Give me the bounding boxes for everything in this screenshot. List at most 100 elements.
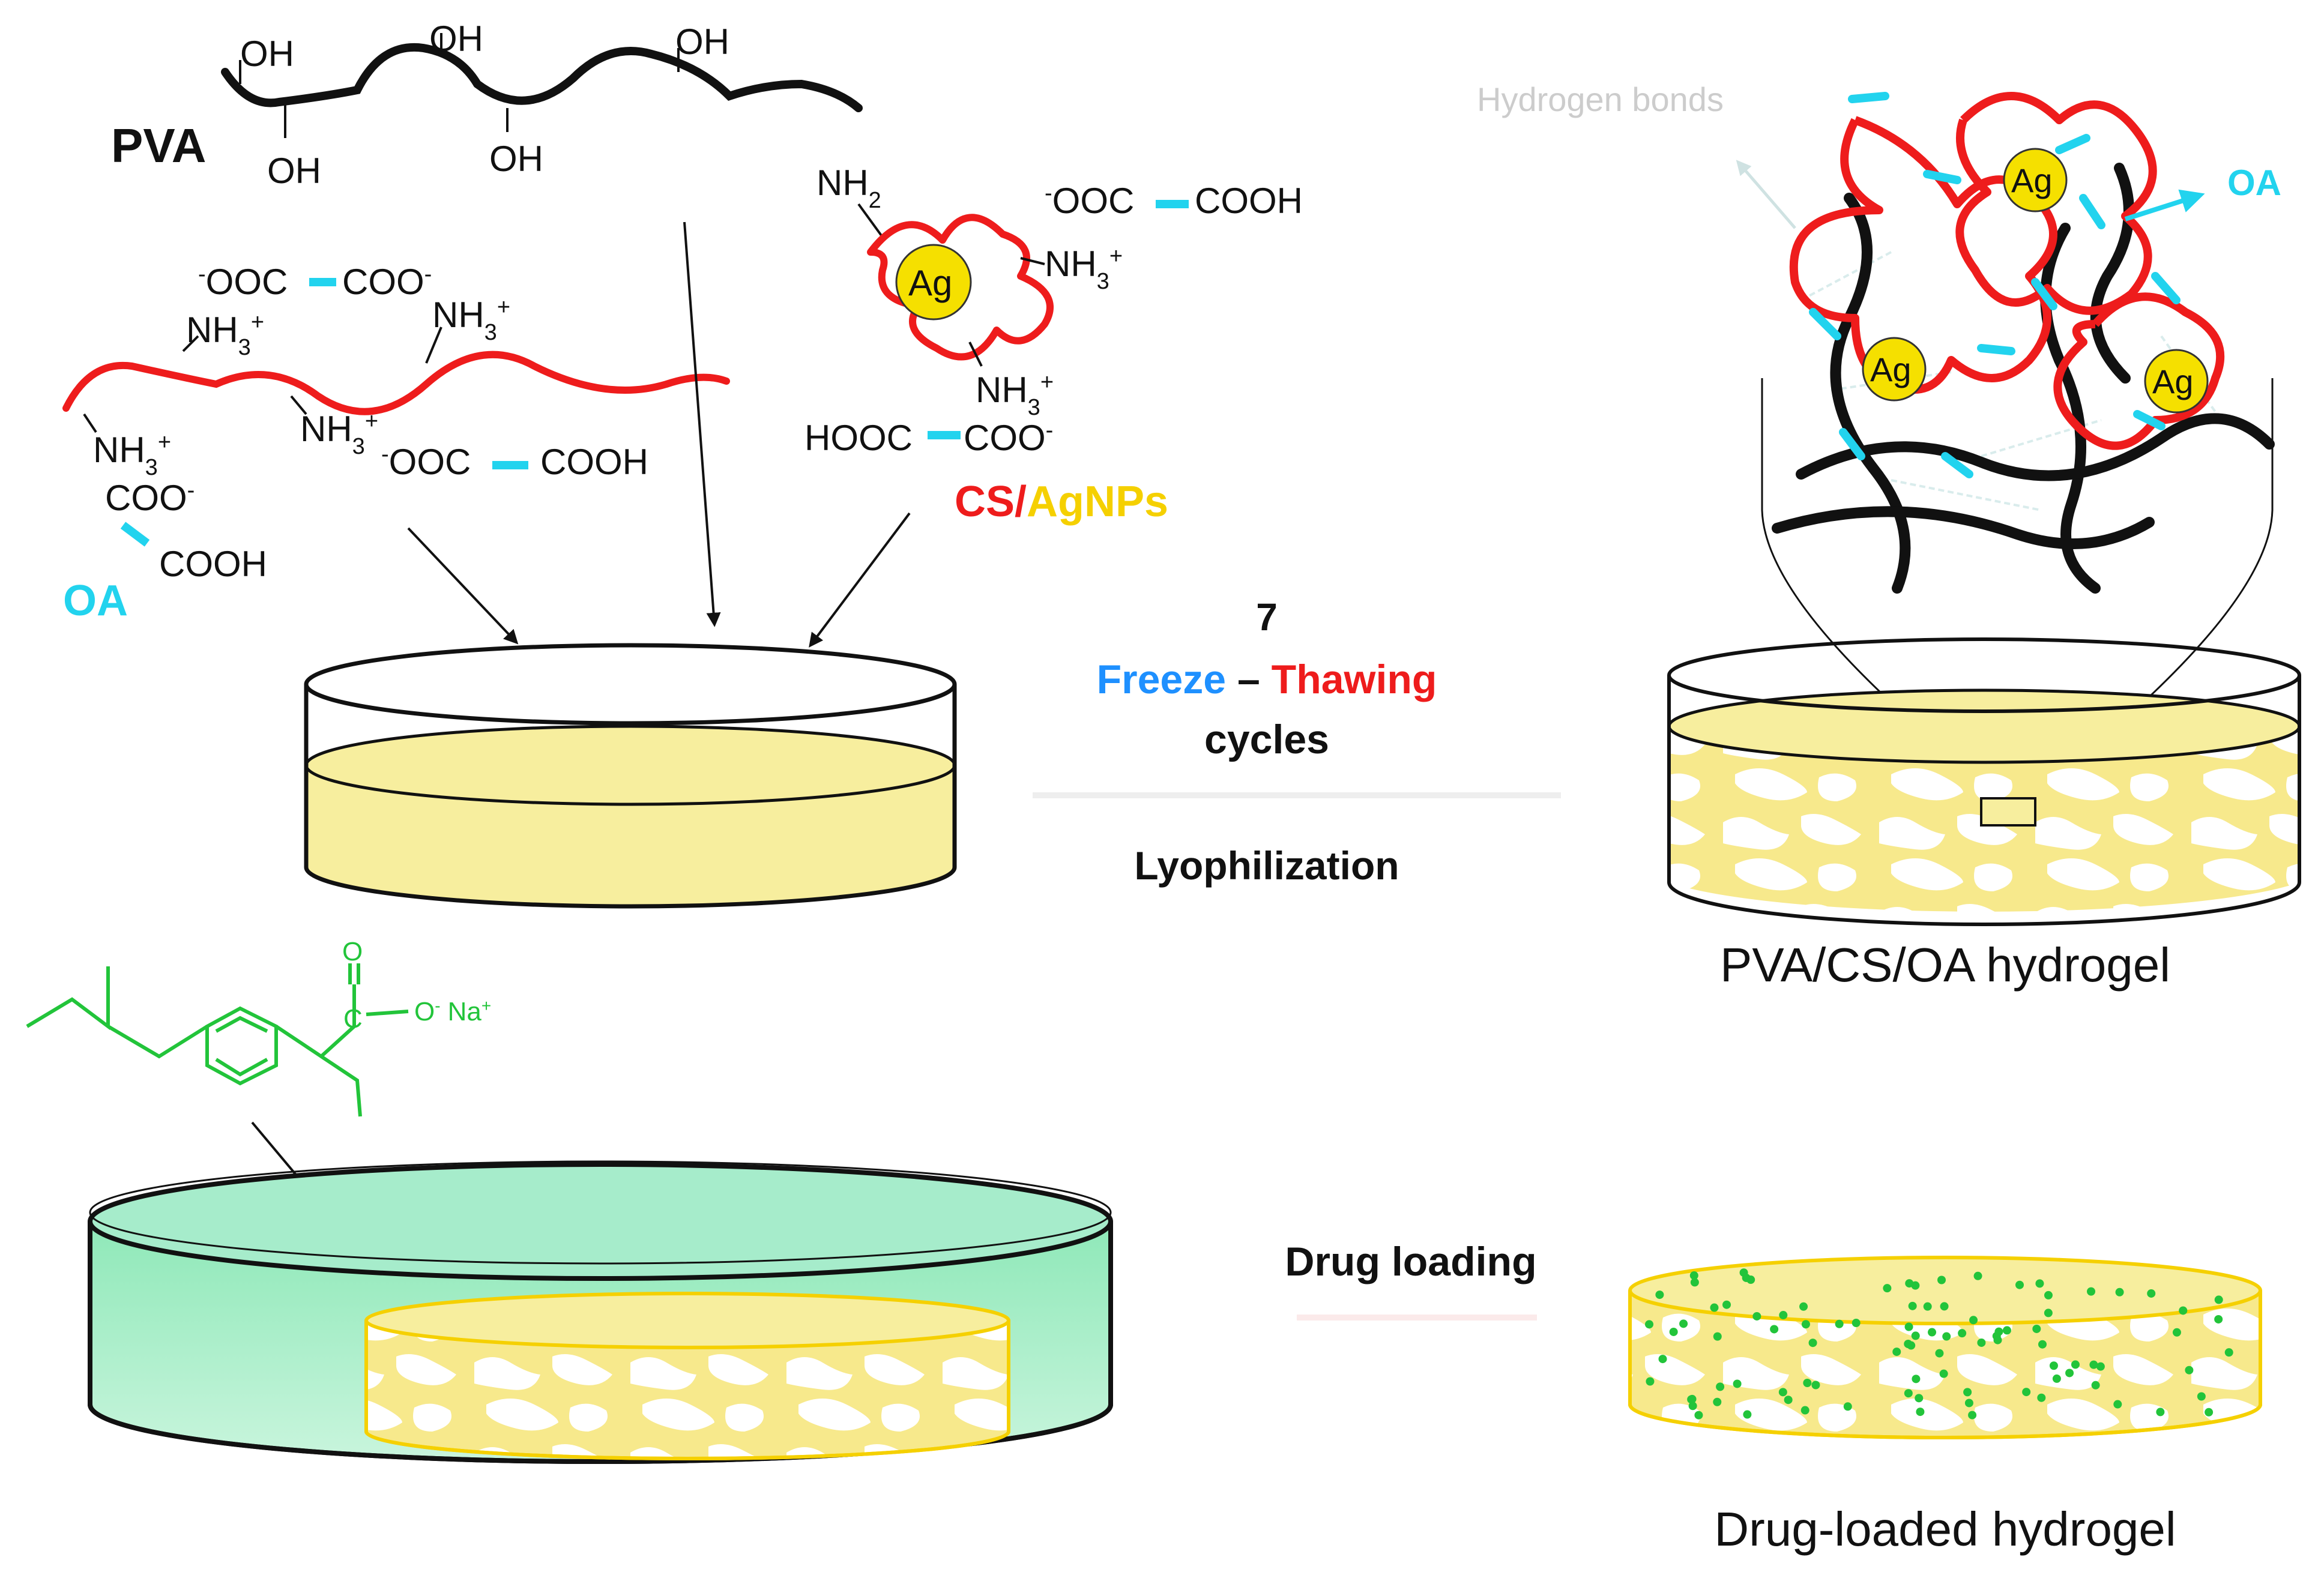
- svg-text:NH3+: NH3+: [93, 430, 171, 480]
- drug-dot: [1940, 1302, 1949, 1311]
- drug-dot: [1835, 1319, 1844, 1328]
- drug-dot: [1928, 1328, 1937, 1337]
- drug-dot: [1801, 1320, 1810, 1329]
- svg-text:NH2: NH2: [816, 163, 881, 213]
- drug-dot: [2002, 1326, 2011, 1335]
- drug-dot: [1655, 1290, 1664, 1299]
- svg-text:Lyophilization: Lyophilization: [1134, 843, 1399, 888]
- pva-oh-3: OH: [675, 22, 729, 62]
- cs-agnps-molecule: NH2 Ag -OOC COOH NH3+ NH3+ HOOC COO- CS/…: [804, 163, 1303, 526]
- zoom-region-box: [1980, 797, 2036, 827]
- drug-dot: [1733, 1379, 1742, 1388]
- drug-dot: [2172, 1328, 2181, 1337]
- drug-dot: [2022, 1388, 2031, 1397]
- drug-dot: [2035, 1279, 2044, 1288]
- drug-dots: [1645, 1268, 2233, 1420]
- svg-text:O-Na+: O-Na+: [414, 996, 491, 1027]
- drug-dot: [1799, 1302, 1808, 1311]
- svg-text:-OOC: -OOC: [1045, 181, 1134, 221]
- svg-text:COOH: COOH: [540, 442, 648, 482]
- drug-dot: [2147, 1289, 2156, 1298]
- oa-label: OA: [63, 577, 128, 625]
- drug-dot: [1658, 1355, 1667, 1364]
- drug-dot: [1778, 1388, 1787, 1397]
- drug-dot: [2065, 1369, 2074, 1378]
- oa-red-chain: [62, 351, 730, 415]
- drug-dot: [2015, 1280, 2024, 1289]
- drug-dot: [1892, 1348, 1901, 1357]
- drug-dot: [1963, 1388, 1972, 1397]
- drug-dot: [1713, 1397, 1722, 1406]
- pva-label: PVA: [111, 119, 207, 172]
- svg-text:COO-: COO-: [342, 262, 432, 302]
- freeze-thaw-process: 7 Freeze – Thawing cycles Lyophilization: [1033, 595, 1561, 888]
- drug-dot: [2096, 1362, 2105, 1371]
- drug-dot: [1942, 1332, 1951, 1341]
- drug-dot: [1939, 1369, 1948, 1378]
- drug-dot: [1770, 1325, 1779, 1334]
- drug-dot: [2044, 1290, 2053, 1299]
- drug-dot: [1784, 1396, 1793, 1405]
- drug-dot: [2038, 1340, 2047, 1349]
- arrow-pva-to-dish: [683, 221, 721, 627]
- drug-dot: [1716, 1382, 1725, 1391]
- pva-oh-5: OH: [489, 139, 543, 179]
- drug-dot: [2197, 1392, 2206, 1401]
- drug-dot: [1808, 1339, 1817, 1348]
- drug-loaded-caption: Drug-loaded hydrogel: [1714, 1502, 2176, 1556]
- drug-dot: [1977, 1338, 1986, 1347]
- drug-dot: [2214, 1295, 2223, 1304]
- hydrogel-caption: PVA/CS/OA hydrogel: [1720, 938, 2170, 992]
- svg-text:cycles: cycles: [1204, 717, 1329, 762]
- drug-dot: [1905, 1279, 1914, 1288]
- drug-dot: [2214, 1315, 2223, 1324]
- ag-nanoparticle-4: [2144, 349, 2209, 414]
- drug-dot: [2032, 1324, 2041, 1333]
- ag-nanoparticle-1: [895, 244, 972, 321]
- petri-dish-drug-loading: [88, 1160, 1113, 1464]
- drug-dot: [2091, 1381, 2100, 1390]
- oa-arrow: [2124, 189, 2205, 221]
- svg-text:COO-: COO-: [964, 418, 1053, 458]
- drug-dot: [1743, 1410, 1752, 1419]
- drug-dot: [1852, 1319, 1861, 1328]
- pva-oh-4: OH: [267, 151, 321, 191]
- drug-dot: [1710, 1303, 1719, 1312]
- drug-dot: [1937, 1275, 1946, 1284]
- drug-dot: [1969, 1316, 1978, 1325]
- drug-dot: [2185, 1366, 2194, 1375]
- pva-chain: [221, 43, 863, 112]
- svg-text:O: O: [342, 937, 363, 966]
- hydrogen-bonds-label: Hydrogen bonds: [1477, 80, 1724, 118]
- hydrogen-bonds-arrow: [1736, 160, 1796, 229]
- drug-molecule: O C O-Na+: [26, 937, 491, 1117]
- drug-dot: [1803, 1378, 1812, 1387]
- arrow-oa-to-dish: [407, 527, 519, 645]
- drug-dot: [2156, 1408, 2165, 1417]
- arrow-cs-to-dish: [809, 512, 911, 648]
- drug-dot: [2205, 1408, 2214, 1417]
- pva-oh-2: OH: [429, 19, 483, 59]
- drug-dot: [1916, 1408, 1925, 1417]
- svg-text:NH3+: NH3+: [976, 370, 1054, 420]
- drug-dot: [1687, 1395, 1696, 1404]
- drug-dot: [1935, 1349, 1944, 1358]
- drug-dot: [1689, 1271, 1698, 1280]
- drug-dot: [1904, 1322, 1913, 1331]
- svg-text:7: 7: [1256, 595, 1278, 639]
- drug-dot: [1964, 1399, 1973, 1408]
- drug-dot: [2044, 1309, 2053, 1318]
- drug-dot: [2179, 1306, 2188, 1315]
- svg-text:NH3+: NH3+: [1045, 244, 1123, 294]
- drug-loading-label: Drug loading: [1285, 1239, 1536, 1284]
- svg-text:COOH: COOH: [1195, 181, 1303, 221]
- petri-dish-hydrogel: PVA/CS/OA hydrogel: [1667, 637, 2301, 992]
- drug-dot: [1722, 1300, 1731, 1309]
- drug-dot: [1645, 1320, 1654, 1329]
- drug-dot: [1883, 1284, 1892, 1293]
- drug-dot: [1688, 1402, 1697, 1411]
- drug-dot: [1911, 1331, 1920, 1340]
- svg-text:COO-: COO-: [105, 478, 195, 518]
- drug-dot: [1694, 1411, 1703, 1420]
